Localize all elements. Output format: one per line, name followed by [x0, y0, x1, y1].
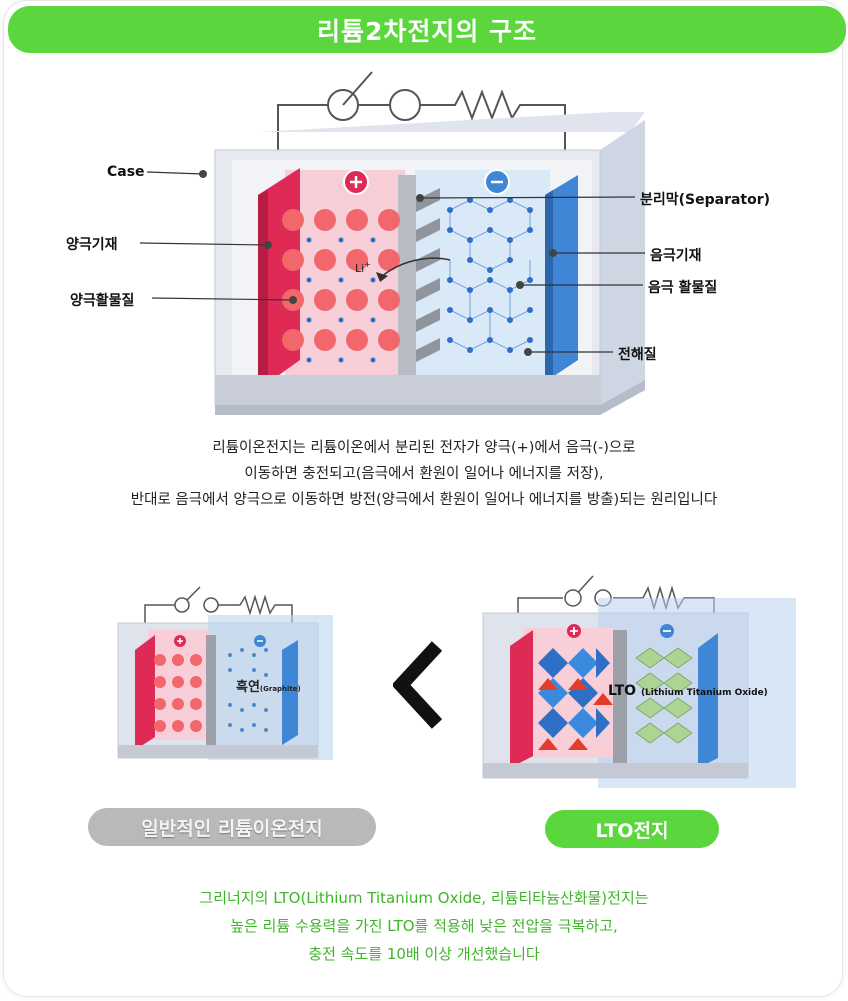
minus-icon	[484, 169, 510, 195]
cathode-particles	[154, 654, 202, 732]
separator	[398, 175, 416, 390]
li-ion-label: Li+	[355, 260, 371, 275]
description: 리튬이온전지는 리튬이온에서 분리된 전자가 양극(+)에서 음극(-)으로 이…	[0, 435, 848, 513]
label-electrolyte: 전해질	[618, 347, 657, 363]
switch-icon	[174, 597, 190, 613]
case-floor	[215, 375, 600, 405]
case-leader	[146, 171, 204, 175]
plus-icon	[343, 169, 369, 195]
anode-ions	[447, 197, 533, 353]
minus-icon	[254, 635, 266, 647]
minus-icon	[660, 624, 674, 638]
footer-line: 그리너지의 LTO(Lithium Titanium Oxide, 리튬티타늄산…	[199, 889, 649, 907]
graphite-label: 흑연(Graphite)	[236, 676, 301, 695]
label-cathode-substrate: 양극기재	[66, 237, 118, 253]
conventional-battery-diagram	[117, 586, 333, 760]
graphite-label-sub: (Graphite)	[259, 685, 301, 693]
lto-label-main: LTO	[608, 683, 637, 699]
title-banner: 리튬2차전지의 구조	[8, 6, 846, 53]
conventional-battery-pill: 일반적인 리튬이온전지	[88, 808, 376, 846]
anode-substrate	[282, 640, 298, 745]
label-anode-substrate: 음극기재	[650, 248, 702, 264]
cathode-crystals	[538, 648, 613, 750]
lto-battery-diagram	[482, 575, 796, 788]
cathode-substrate-leader	[139, 242, 269, 246]
description-line: 반대로 음극에서 양극으로 이동하면 방전(양극에서 환원이 일어나 에너지를 …	[130, 492, 718, 508]
page-frame	[3, 0, 843, 997]
label-anode-active: 음극 활물질	[648, 280, 718, 296]
separator-leader	[419, 196, 636, 199]
label-cathode-active: 양극활물질	[70, 293, 135, 309]
switch-contact-icon	[203, 597, 219, 613]
anode-ions	[228, 648, 268, 732]
separator-slats	[416, 188, 440, 362]
description-line: 리튬이온전지는 리튬이온에서 분리된 전자가 양극(+)에서 음극(-)으로	[212, 440, 636, 456]
case-back	[260, 112, 645, 132]
lto-label: LTO (Lithium Titanium Oxide)	[608, 683, 768, 699]
label-separator: 분리막(Separator)	[640, 192, 771, 208]
graphite-label-main: 흑연	[236, 680, 260, 695]
case-right-wall	[600, 120, 645, 405]
footer-line: 높은 리튬 수용력을 가진 LTO를 적용해 낮은 전압을 극복하고,	[230, 917, 618, 935]
anode-substrate	[698, 633, 718, 768]
battery-diagram: Li+	[139, 71, 645, 415]
footer-line: 충전 속도를 10배 이상 개선했습니다	[308, 945, 540, 963]
anode-substrate	[545, 175, 578, 382]
description-line: 이동하면 충전되고(음극에서 환원이 일어나 에너지를 저장),	[244, 466, 604, 482]
lto-label-sub: (Lithium Titanium Oxide)	[640, 688, 768, 698]
comparison-arrow-icon	[391, 640, 443, 730]
cathode-active-leader	[151, 297, 294, 301]
circuit-wire	[277, 89, 566, 170]
switch-icon	[564, 589, 582, 607]
plus-icon	[174, 635, 186, 647]
page-title: 리튬2차전지의 구조	[316, 16, 538, 46]
plus-icon	[567, 624, 581, 638]
switch-icon	[327, 71, 373, 121]
anode-crystals	[635, 647, 693, 744]
cathode-substrate	[135, 635, 155, 750]
li-ion-arrow	[379, 257, 451, 279]
footer-text: 그리너지의 LTO(Lithium Titanium Oxide, 리튬티타늄산…	[0, 884, 848, 968]
switch-contact-icon	[389, 89, 421, 121]
lto-battery-pill: LTO전지	[545, 810, 719, 848]
cathode-substrate	[510, 630, 533, 768]
cathode-ions	[306, 237, 376, 363]
label-case: Case	[107, 164, 145, 180]
cathode-particles	[282, 209, 400, 351]
